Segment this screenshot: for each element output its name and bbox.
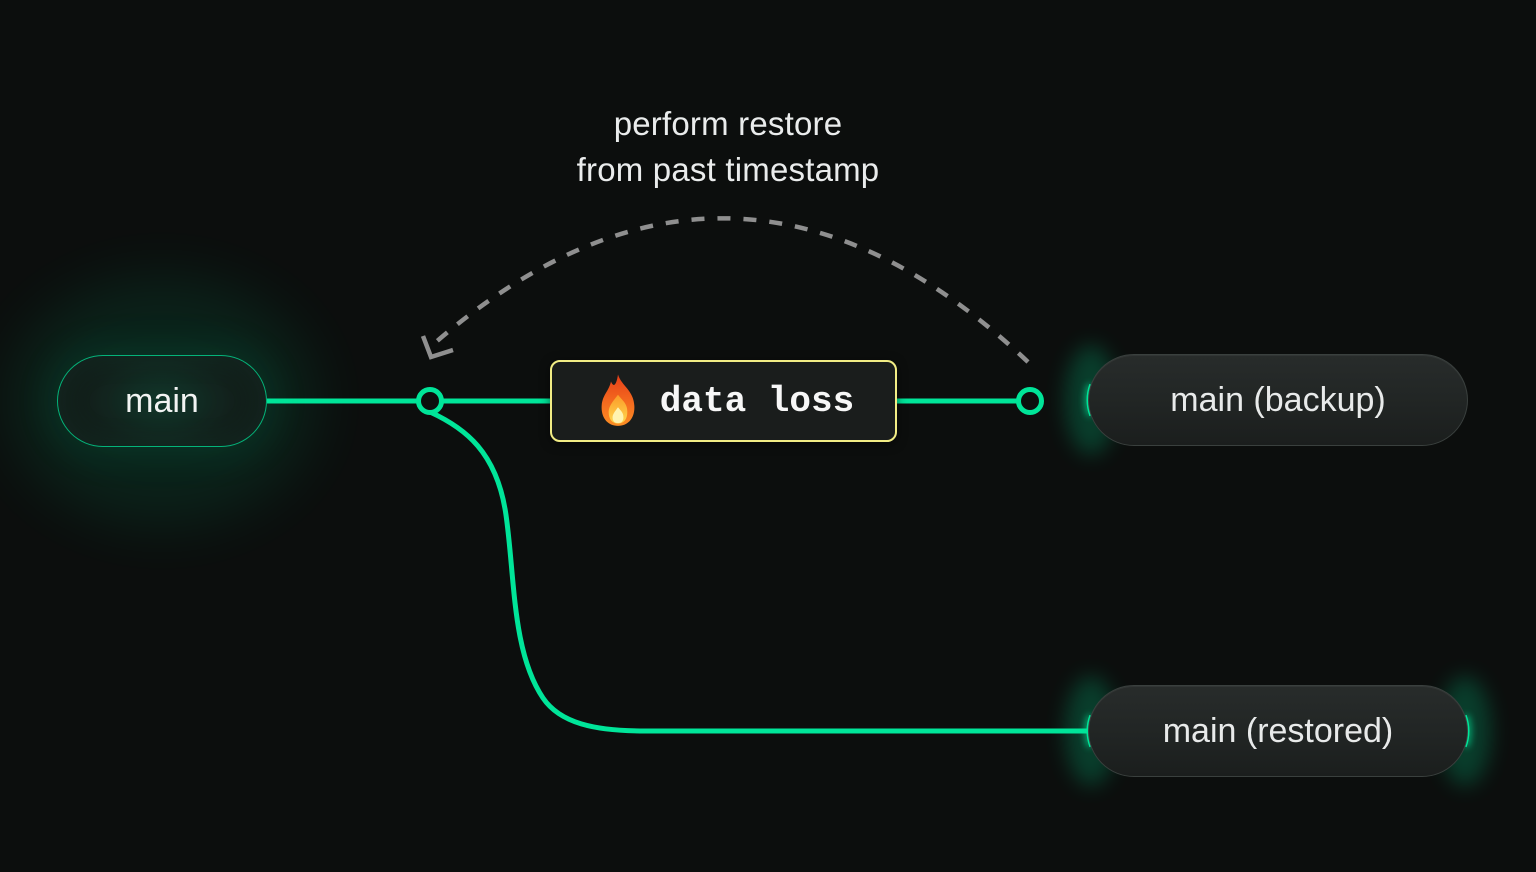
- node-main-backup: main (backup): [1088, 354, 1468, 446]
- fire-icon: [601, 374, 635, 426]
- data-loss-label: data loss: [659, 380, 855, 422]
- restore-arc: [434, 216, 1030, 364]
- node-main-backup-label: main (backup): [1170, 380, 1386, 419]
- restore-annotation: perform restore from past timestamp: [478, 101, 978, 193]
- backup-point-node: [1016, 387, 1044, 415]
- branch-point-node: [416, 387, 444, 415]
- restore-annotation-line2: from past timestamp: [576, 151, 880, 188]
- restore-arrowhead-icon: [420, 335, 454, 360]
- edge-branch-to-restored: [427, 409, 1093, 734]
- node-main-label: main: [125, 381, 199, 420]
- node-main-restored: main (restored): [1088, 685, 1468, 777]
- node-main: main: [57, 355, 267, 447]
- data-loss-box: data loss: [550, 360, 897, 442]
- node-main-restored-label: main (restored): [1162, 711, 1394, 750]
- restore-annotation-line1: perform restore: [613, 105, 843, 142]
